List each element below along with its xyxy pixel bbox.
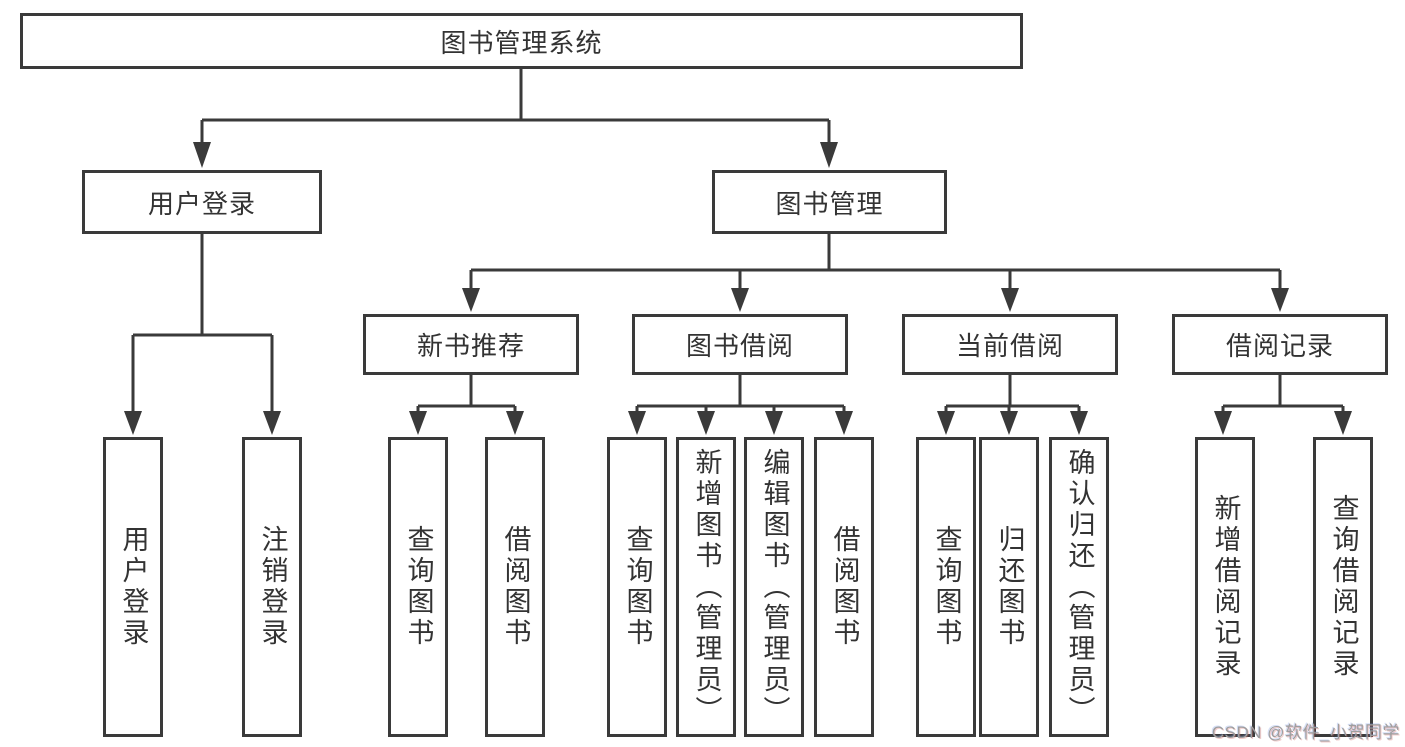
node-label: 借阅图书 xyxy=(829,525,860,649)
leaf-return-books: 归还图书 xyxy=(979,437,1039,737)
node-new-book-recommend: 新书推荐 xyxy=(363,314,579,375)
leaf-edit-book-admin: 编辑图书（管理员） xyxy=(744,437,804,737)
node-borrowing-records: 借阅记录 xyxy=(1172,314,1388,375)
leaf-query-borrow-record: 查询借阅记录 xyxy=(1313,437,1373,737)
node-label: 新增图书（管理员） xyxy=(691,447,722,727)
node-label: 注销登录 xyxy=(257,525,288,649)
leaf-borrow-books: 借阅图书 xyxy=(814,437,874,737)
node-label: 查询借阅记录 xyxy=(1328,494,1359,680)
node-label: 确认归还（管理员） xyxy=(1064,447,1095,727)
node-label: 借阅图书 xyxy=(500,525,531,649)
node-book-borrowing: 图书借阅 xyxy=(632,314,848,375)
leaf-confirm-return-admin: 确认归还（管理员） xyxy=(1049,437,1109,737)
node-label: 当前借阅 xyxy=(955,331,1064,361)
node-label: 新书推荐 xyxy=(416,331,525,361)
node-label: 查询图书 xyxy=(931,525,962,649)
node-label: 图书管理 xyxy=(775,188,884,219)
leaf-query-books-recommend: 查询图书 xyxy=(388,437,448,737)
node-label: 编辑图书（管理员） xyxy=(759,447,790,727)
node-user-login: 用户登录 xyxy=(82,170,322,234)
node-label: 查询图书 xyxy=(622,525,653,649)
node-label: 新增借阅记录 xyxy=(1210,494,1241,680)
node-label: 查询图书 xyxy=(403,525,434,649)
node-label: 用户登录 xyxy=(147,188,256,219)
node-label: 图书管理系统 xyxy=(440,27,603,58)
leaf-logout: 注销登录 xyxy=(242,437,302,737)
leaf-user-login: 用户登录 xyxy=(103,437,163,737)
node-label: 图书借阅 xyxy=(685,331,794,361)
leaf-borrow-books-recommend: 借阅图书 xyxy=(485,437,545,737)
node-current-borrowing: 当前借阅 xyxy=(902,314,1118,375)
node-label: 归还图书 xyxy=(994,525,1025,649)
node-label: 借阅记录 xyxy=(1225,331,1334,361)
node-label: 用户登录 xyxy=(118,525,149,649)
leaf-query-books-current: 查询图书 xyxy=(916,437,976,737)
leaf-query-books-borrowing: 查询图书 xyxy=(607,437,667,737)
leaf-add-borrow-record: 新增借阅记录 xyxy=(1195,437,1255,737)
node-library-management-system: 图书管理系统 xyxy=(20,13,1023,69)
watermark: CSDN @软件_小贺同学 xyxy=(1211,723,1400,742)
node-book-management: 图书管理 xyxy=(712,170,947,234)
leaf-add-book-admin: 新增图书（管理员） xyxy=(676,437,736,737)
